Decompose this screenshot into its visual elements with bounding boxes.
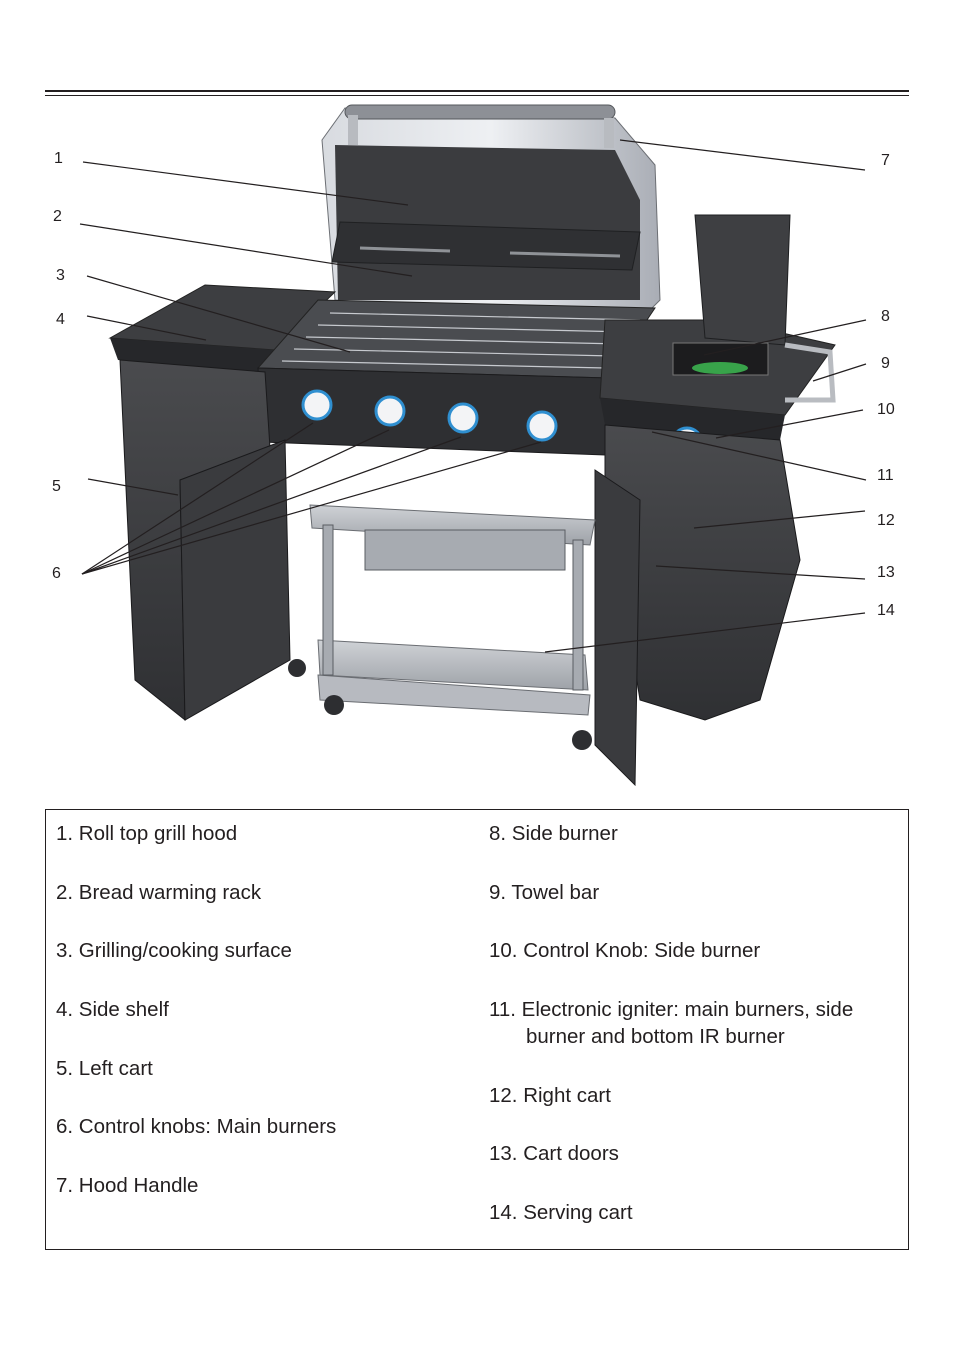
callout-6: 6 (52, 565, 61, 582)
callout-4: 4 (56, 311, 65, 328)
grill-illustration (108, 104, 836, 787)
legend-item-9: 9. Towel bar (489, 881, 600, 904)
legend-item-6: 6. Control knobs: Main burners (56, 1115, 337, 1138)
legend-item-12: 12. Right cart (489, 1084, 611, 1107)
callout-11: 11 (877, 467, 894, 484)
legend-item-13: 13. Cart doors (489, 1142, 619, 1165)
legend-item-11-line2: burner and bottom IR burner (526, 1025, 785, 1048)
leader-lines (79, 139, 867, 653)
callout-2: 2 (53, 208, 62, 225)
header-rule-top (45, 90, 909, 92)
callout-13: 13 (877, 564, 895, 581)
callout-3: 3 (56, 267, 65, 284)
legend-item-2: 2. Bread warming rack (56, 881, 262, 904)
callout-12: 12 (877, 512, 895, 529)
callout-14: 14 (877, 602, 895, 619)
legend-item-11-line1: 11. Electronic igniter: main burners, si… (489, 998, 854, 1021)
callout-5: 5 (52, 478, 61, 495)
legend-item-10: 10. Control Knob: Side burner (489, 939, 761, 962)
callout-9: 9 (881, 355, 890, 372)
legend-item-8: 8. Side burner (489, 822, 618, 845)
legend-item-14: 14. Serving cart (489, 1201, 633, 1224)
callout-1: 1 (54, 150, 63, 167)
legend-item-1: 1. Roll top grill hood (56, 822, 238, 845)
callout-7: 7 (881, 152, 890, 169)
parts-legend: 1. Roll top grill hood 2. Bread warming … (45, 809, 909, 1250)
callout-8: 8 (881, 308, 890, 325)
callout-10: 10 (877, 401, 895, 418)
legend-item-4: 4. Side shelf (56, 998, 169, 1021)
legend-item-5: 5. Left cart (56, 1057, 153, 1080)
legend-item-3: 3. Grilling/cooking surface (56, 939, 292, 962)
header-rule-bottom (45, 95, 909, 96)
legend-item-7: 7. Hood Handle (56, 1174, 199, 1197)
grill-diagram (79, 104, 867, 787)
legend-item-11: 11. Electronic igniter: main burners, si… (489, 996, 853, 1050)
